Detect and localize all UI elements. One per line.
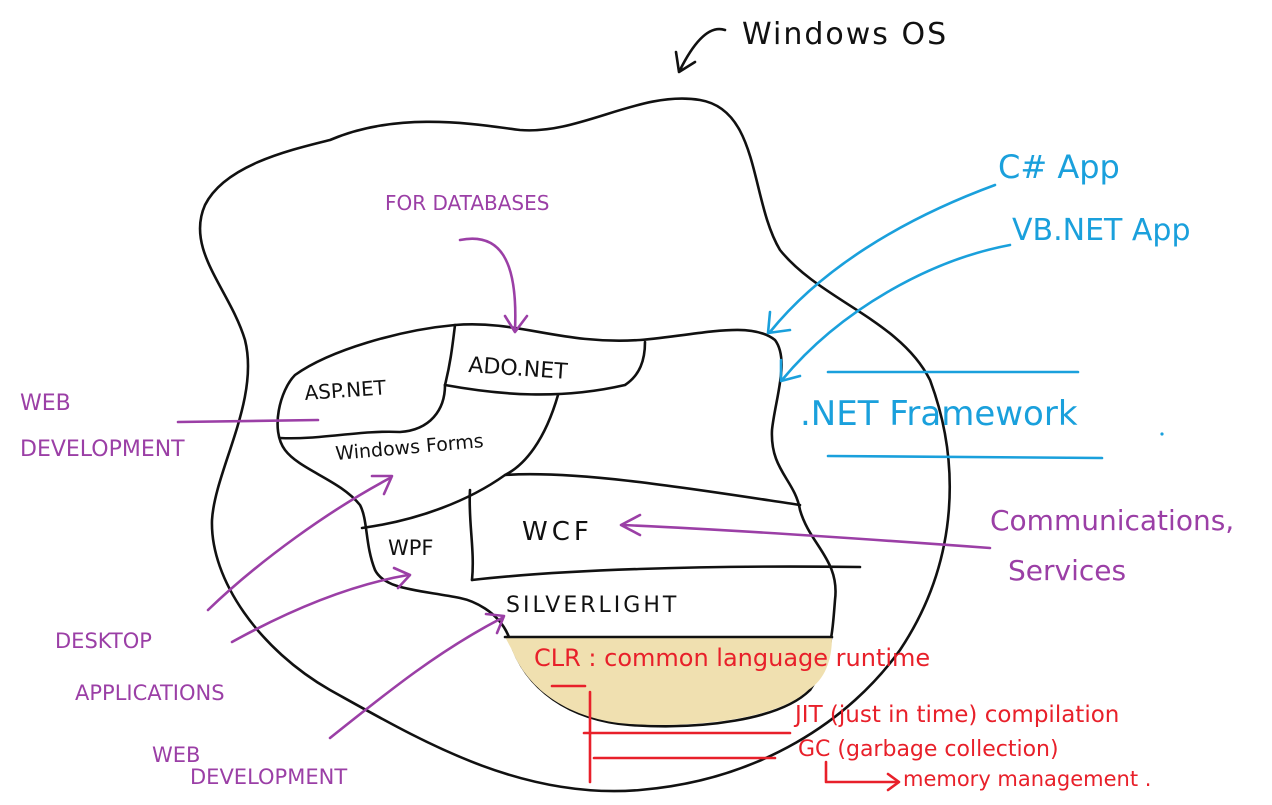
web-dev-top-line1: WEB xyxy=(20,391,71,416)
desktop-arrow-wpf xyxy=(230,573,410,644)
communications-line2: Services xyxy=(1008,554,1126,587)
wpf-label: WPF xyxy=(388,536,434,560)
stray-dot xyxy=(1160,432,1164,436)
ado-net-label: ADO.NET xyxy=(468,353,569,385)
winforms-right-curve xyxy=(360,393,560,530)
web-dev-top-pointer xyxy=(176,418,320,424)
windows-os-boundary xyxy=(198,97,951,793)
web-dev-bottom-line2: DEVELOPMENT xyxy=(190,765,347,789)
silverlight-label: SILVERLIGHT xyxy=(506,593,679,618)
vbnet-arrowhead xyxy=(779,358,802,383)
desktop-arrow-winforms xyxy=(206,476,392,612)
framework-lower-line xyxy=(826,454,1104,460)
asp-net-label: ASP.NET xyxy=(304,375,388,405)
wcf-top-line xyxy=(503,472,802,507)
vbnet-arrow xyxy=(780,243,1012,382)
wpf-wcf-divider xyxy=(468,488,475,582)
windows-os-label: Windows OS xyxy=(742,17,948,52)
windows-os-arrow xyxy=(678,27,727,72)
windows-os-arrowhead xyxy=(674,50,697,74)
communications-line1: Communications, xyxy=(990,504,1234,537)
windows-forms-label: Windows Forms xyxy=(335,430,485,465)
web-dev-bottom-line1: WEB xyxy=(152,743,200,767)
desktop-arrowhead-winforms xyxy=(370,474,394,496)
for-databases-arrowhead xyxy=(503,314,529,334)
asp-bottom-curve xyxy=(278,383,447,440)
communications-arrowhead xyxy=(619,513,642,537)
silverlight-top-line xyxy=(470,565,862,582)
dotnet-framework-label: .NET Framework xyxy=(800,394,1078,434)
asp-ado-divider xyxy=(443,323,457,387)
for-databases-arrow xyxy=(458,237,517,332)
wcf-label: WCF xyxy=(522,517,593,547)
memory-connector xyxy=(824,760,900,784)
desktop-line1: DESKTOP xyxy=(55,629,152,653)
communications-arrow xyxy=(620,523,992,550)
desktop-line2: APPLICATIONS xyxy=(75,681,225,705)
memory-label: memory management . xyxy=(903,767,1151,791)
clr-region xyxy=(505,637,832,725)
web-dev-top-line2: DEVELOPMENT xyxy=(20,437,185,462)
gc-label: GC (garbage collection) xyxy=(798,737,1059,762)
dotnet-framework-boundary xyxy=(276,323,837,728)
web-dev-bottom-arrow xyxy=(328,616,504,740)
vbnet-app-label: VB.NET App xyxy=(1012,213,1191,248)
for-databases-label: FOR DATABASES xyxy=(385,191,549,215)
memory-arrowhead xyxy=(886,772,901,792)
clr-label: CLR : common language runtime xyxy=(534,644,930,672)
csharp-app-label: C# App xyxy=(998,148,1120,186)
ado-bottom-curve xyxy=(443,340,647,396)
csharp-arrow xyxy=(768,183,997,334)
csharp-arrowhead xyxy=(766,310,792,335)
desktop-arrowhead-wpf xyxy=(392,566,412,590)
jit-label: JIT (just in time) compilation xyxy=(793,702,1119,728)
web-dev-bottom-arrowhead xyxy=(484,612,506,635)
